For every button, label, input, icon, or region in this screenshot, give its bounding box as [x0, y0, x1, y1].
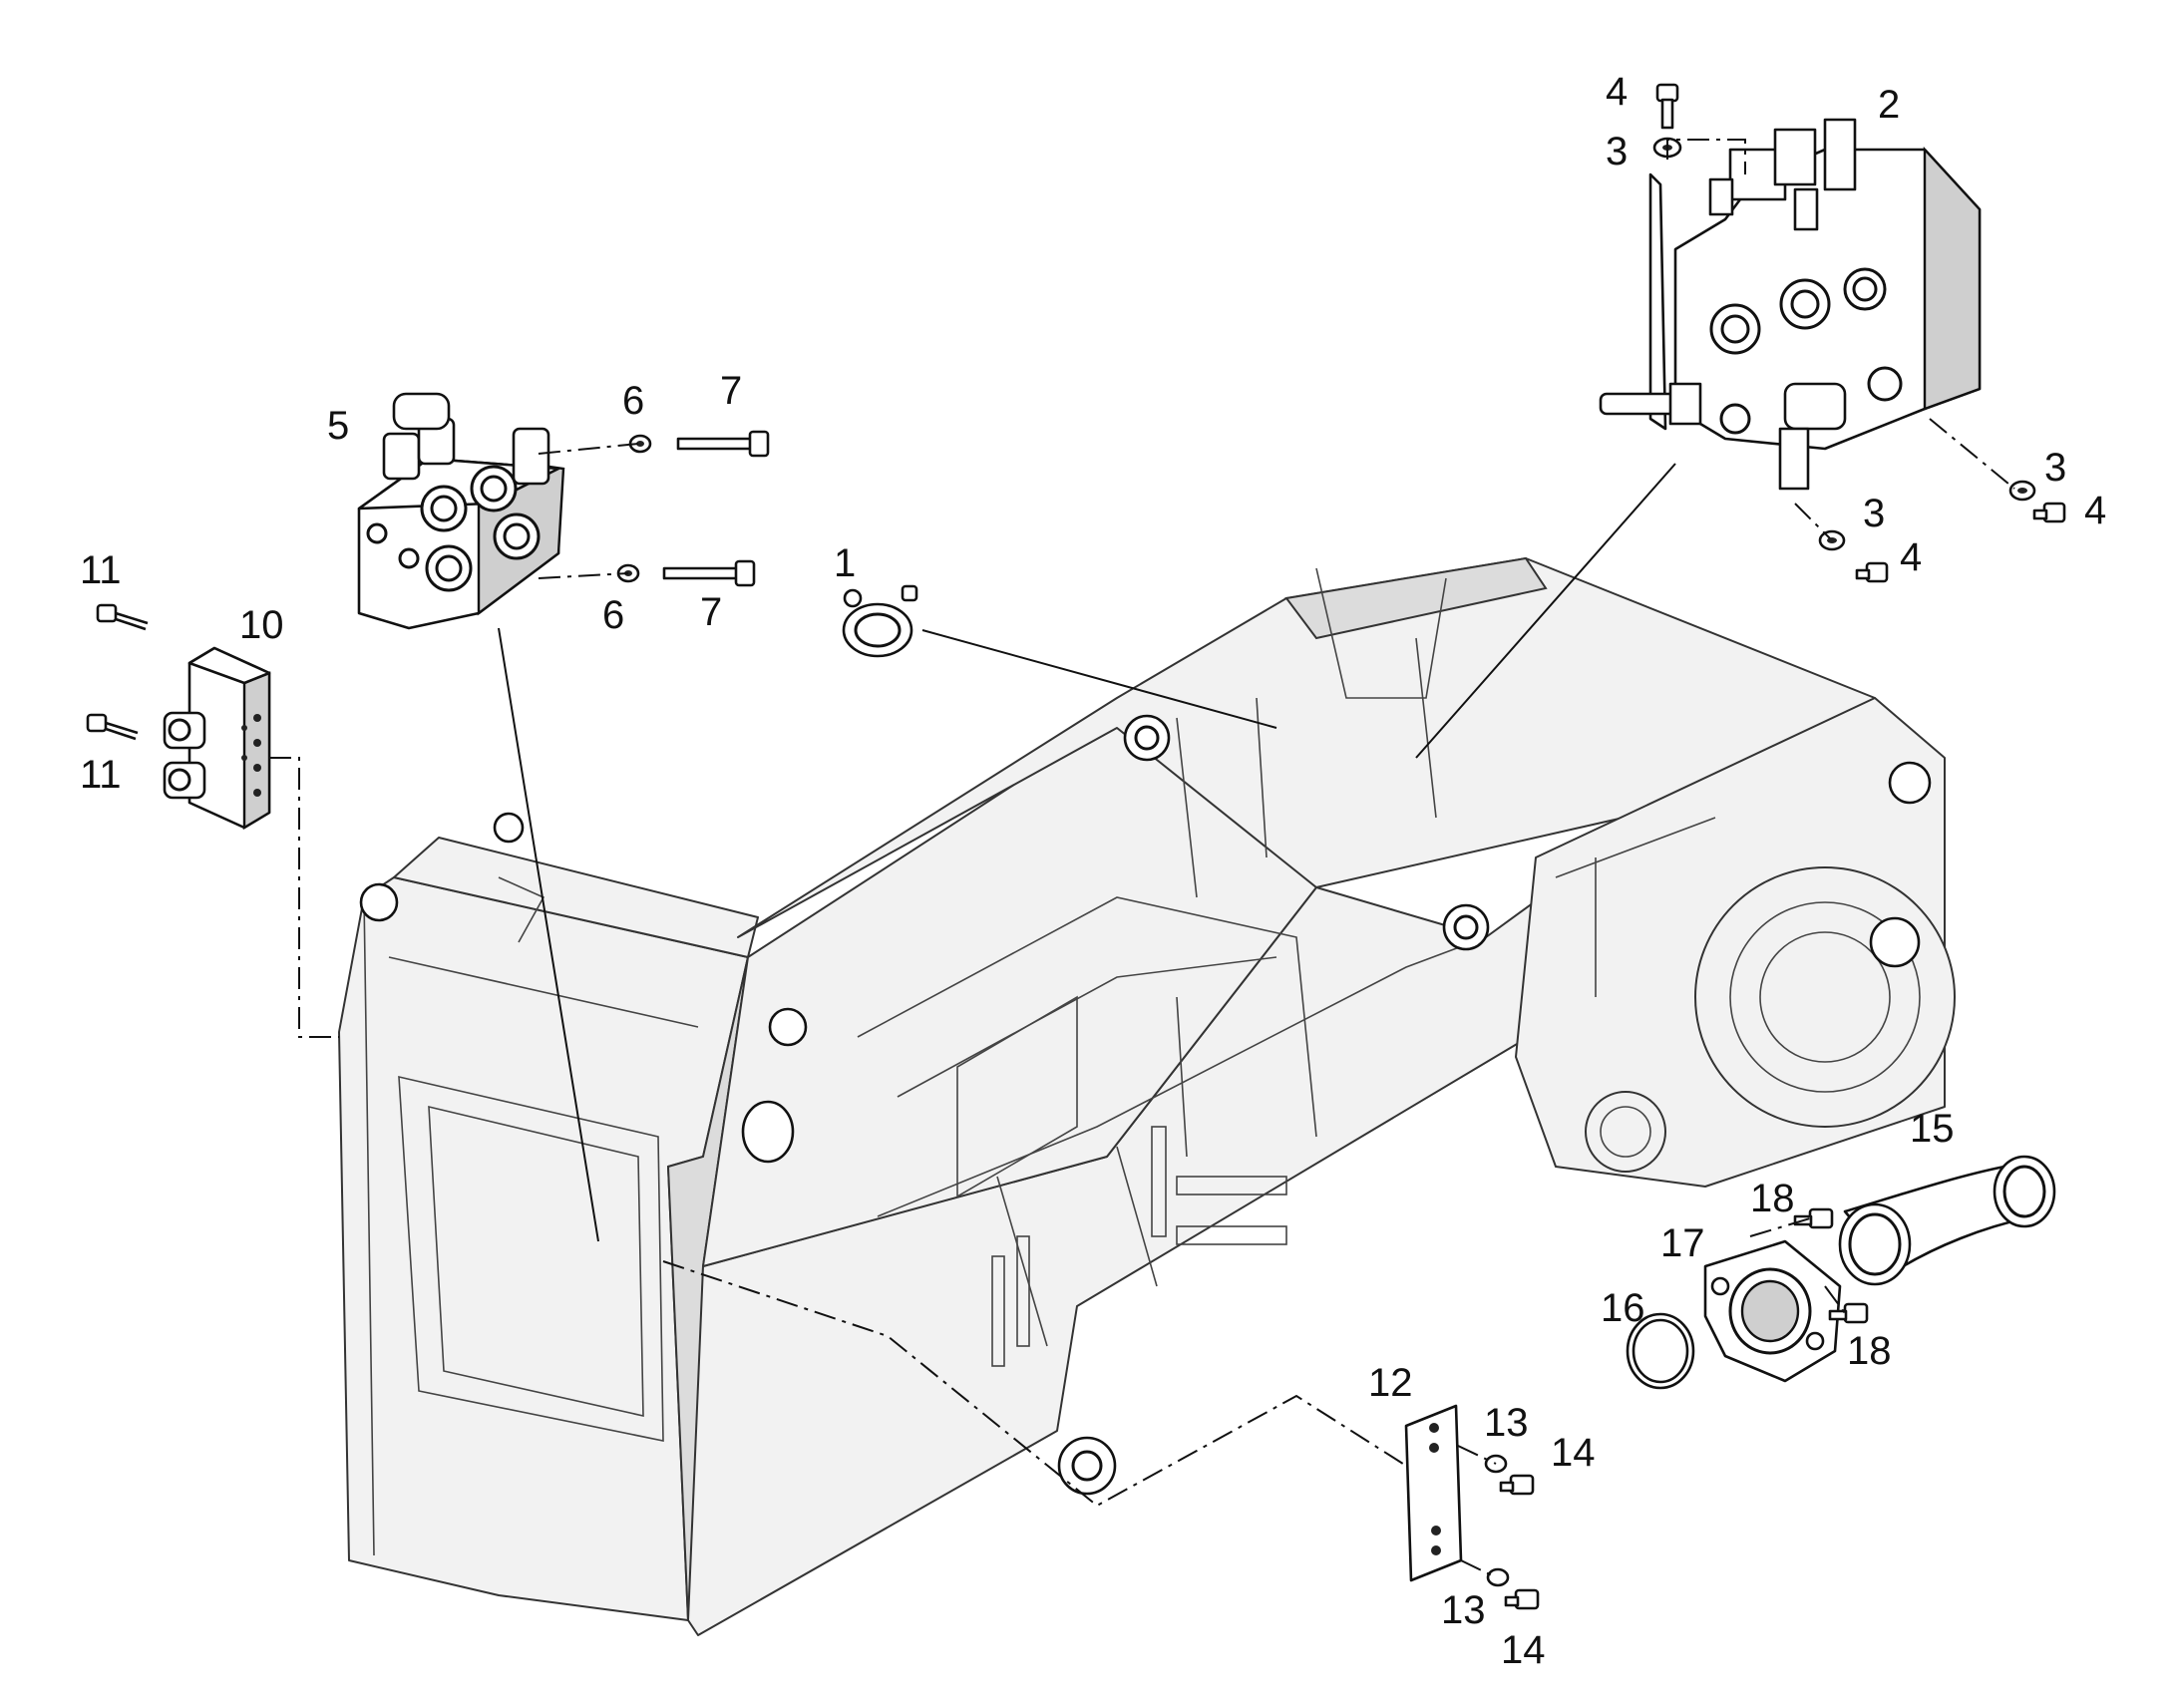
flange-part-17: [1703, 1239, 1842, 1383]
bolt-part-4: [1655, 83, 2066, 583]
callout-2: 2: [1878, 83, 1900, 127]
callout-7: 7: [720, 369, 742, 413]
callout-4: 4: [1900, 535, 1922, 579]
leader-lines: [269, 139, 2015, 1578]
pipe-elbow-part-15: [1838, 1155, 2056, 1286]
callout-16: 16: [1601, 1286, 1645, 1330]
chassis-frame: [338, 556, 1956, 1636]
main-control-valve-part-2: [1599, 118, 1982, 491]
o-ring-part-16: [1626, 1312, 1695, 1390]
callout-10: 10: [239, 603, 284, 647]
callout-3: 3: [2044, 446, 2066, 490]
callout-4: 4: [2084, 489, 2106, 532]
bolt-part-14: [1499, 1474, 1540, 1610]
washer-part-6: [616, 434, 652, 583]
callout-6: 6: [622, 379, 644, 423]
callout-5: 5: [327, 404, 349, 448]
callout-14: 14: [1501, 1628, 1546, 1672]
hose-clamp-part-1: [842, 584, 918, 658]
callout-18: 18: [1750, 1177, 1795, 1220]
callout-11: 11: [80, 548, 122, 592]
callout-12: 12: [1368, 1361, 1413, 1405]
bolt-part-7: [662, 430, 770, 587]
callout-13: 13: [1441, 1588, 1486, 1632]
callout-3: 3: [1606, 130, 1628, 173]
callout-18: 18: [1847, 1329, 1892, 1373]
washer-part-13: [1484, 1454, 1510, 1587]
manifold-block-part-10: [163, 646, 271, 831]
callout-4: 4: [1606, 70, 1628, 114]
callout-17: 17: [1660, 1221, 1705, 1265]
callout-7: 7: [700, 590, 722, 634]
callout-6: 6: [602, 593, 624, 637]
callout-15: 15: [1910, 1107, 1955, 1151]
callout-13: 13: [1484, 1401, 1529, 1445]
callout-3: 3: [1863, 492, 1885, 535]
callout-1: 1: [834, 541, 856, 585]
callout-14: 14: [1551, 1431, 1596, 1475]
valve-block-part-5: [357, 392, 565, 630]
bolt-part-11: [86, 603, 149, 741]
callout-11: 11: [80, 753, 122, 797]
callout-labels: 1 2 3 3 3 4 4 4 5 6 6 7 7 10 11 11 12 13…: [80, 70, 2106, 1672]
cover-plate-part-12: [1404, 1404, 1463, 1582]
